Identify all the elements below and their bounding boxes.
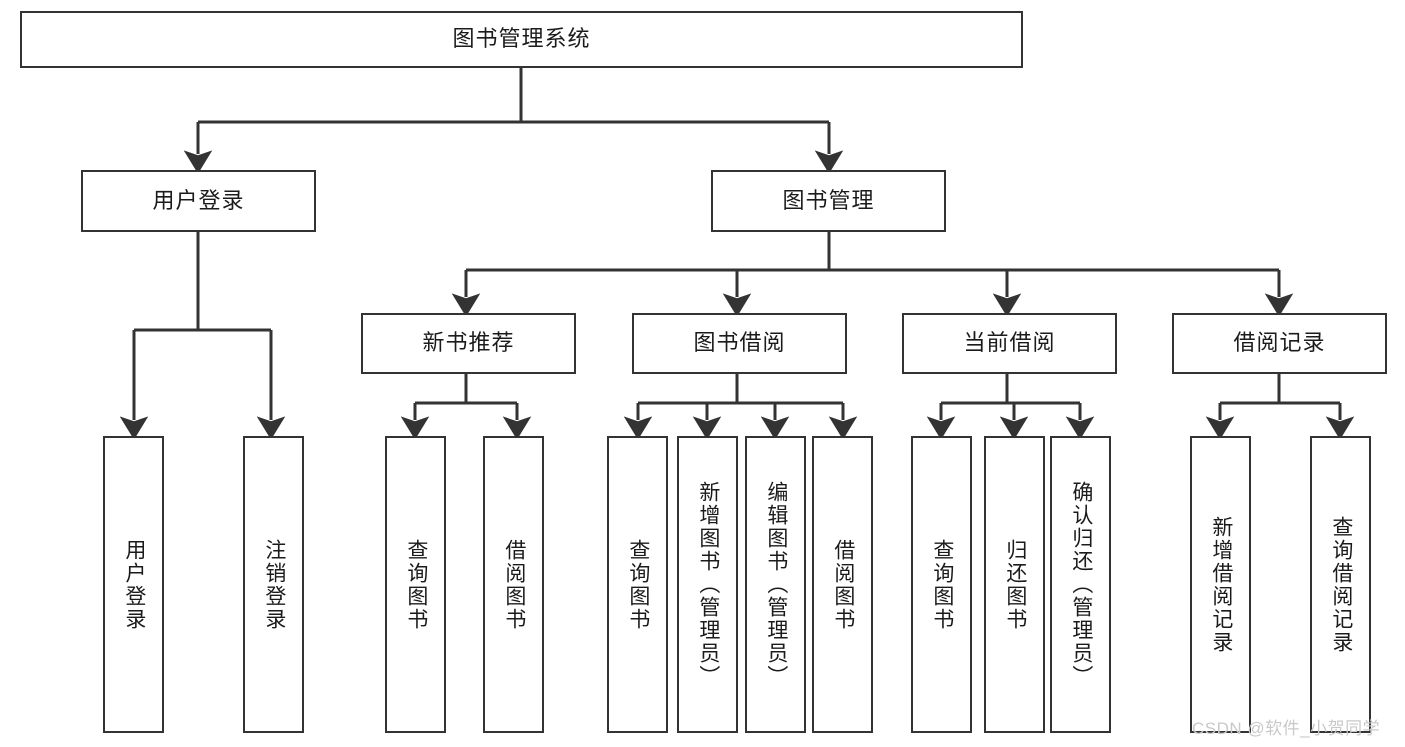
node-leaf-current-return[interactable]: 归还图书 bbox=[984, 436, 1045, 733]
node-book-borrow-label: 图书借阅 bbox=[693, 330, 786, 356]
node-user-login[interactable]: 用户登录 bbox=[81, 170, 316, 232]
node-leaf-record-query-label: 查询借阅记录 bbox=[1329, 515, 1353, 654]
node-leaf-record-add[interactable]: 新增借阅记录 bbox=[1190, 436, 1251, 733]
node-leaf-borrow-query-label: 查询图书 bbox=[626, 538, 650, 631]
node-borrow-record-label: 借阅记录 bbox=[1233, 330, 1326, 356]
node-leaf-borrow-edit-label: 编辑图书（管理员） bbox=[764, 481, 788, 688]
node-leaf-user-logout[interactable]: 注销登录 bbox=[243, 436, 304, 733]
node-leaf-user-login-label: 用户登录 bbox=[122, 538, 146, 631]
node-leaf-borrow-query[interactable]: 查询图书 bbox=[607, 436, 668, 733]
node-leaf-recommend-borrow[interactable]: 借阅图书 bbox=[483, 436, 544, 733]
node-leaf-current-return-label: 归还图书 bbox=[1003, 538, 1027, 631]
node-leaf-borrow-edit[interactable]: 编辑图书（管理员） bbox=[745, 436, 806, 733]
node-current-borrow[interactable]: 当前借阅 bbox=[902, 313, 1117, 374]
node-user-login-label: 用户登录 bbox=[152, 187, 245, 213]
node-leaf-record-query[interactable]: 查询借阅记录 bbox=[1310, 436, 1371, 733]
node-current-borrow-label: 当前借阅 bbox=[963, 330, 1056, 356]
node-book-manage[interactable]: 图书管理 bbox=[711, 170, 946, 232]
node-root[interactable]: 图书管理系统 bbox=[20, 11, 1023, 68]
node-leaf-current-query-label: 查询图书 bbox=[930, 538, 954, 631]
node-leaf-recommend-borrow-label: 借阅图书 bbox=[502, 538, 526, 631]
node-borrow-record[interactable]: 借阅记录 bbox=[1172, 313, 1387, 374]
node-leaf-user-login[interactable]: 用户登录 bbox=[103, 436, 164, 733]
node-leaf-borrow-lend-label: 借阅图书 bbox=[831, 538, 855, 631]
node-book-manage-label: 图书管理 bbox=[782, 187, 875, 213]
node-leaf-borrow-add-label: 新增图书（管理员） bbox=[696, 481, 720, 688]
node-root-label: 图书管理系统 bbox=[452, 26, 591, 52]
node-leaf-recommend-query[interactable]: 查询图书 bbox=[385, 436, 446, 733]
node-leaf-current-query[interactable]: 查询图书 bbox=[911, 436, 972, 733]
node-leaf-user-logout-label: 注销登录 bbox=[262, 538, 286, 631]
node-leaf-current-confirm[interactable]: 确认归还（管理员） bbox=[1050, 436, 1111, 733]
node-leaf-current-confirm-label: 确认归还（管理员） bbox=[1069, 481, 1093, 688]
node-leaf-record-add-label: 新增借阅记录 bbox=[1209, 515, 1233, 654]
node-leaf-borrow-add[interactable]: 新增图书（管理员） bbox=[677, 436, 738, 733]
node-new-book-recommend-label: 新书推荐 bbox=[422, 330, 515, 356]
node-leaf-recommend-query-label: 查询图书 bbox=[404, 538, 428, 631]
csdn-watermark: CSDN @软件_小贺同学 bbox=[1192, 719, 1381, 738]
node-book-borrow[interactable]: 图书借阅 bbox=[632, 313, 847, 374]
node-new-book-recommend[interactable]: 新书推荐 bbox=[361, 313, 576, 374]
node-leaf-borrow-lend[interactable]: 借阅图书 bbox=[812, 436, 873, 733]
